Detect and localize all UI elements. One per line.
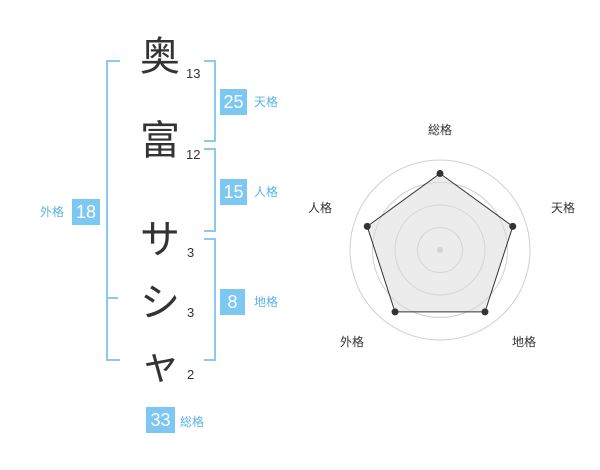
- radar-chart: 総格 天格 地格 外格 人格: [308, 122, 575, 349]
- stroke-count-3: 3: [187, 245, 195, 260]
- chikaku-score: 8: [220, 289, 245, 315]
- radar-axis-label-gaikaku: 外格: [340, 334, 364, 349]
- gaikaku-label: 外格: [40, 205, 65, 219]
- stroke-count-1: 13: [186, 66, 201, 81]
- stroke-count-5: 2: [187, 367, 195, 382]
- soukaku-label: 総格: [180, 415, 205, 429]
- name-char-3: サ: [140, 217, 180, 263]
- name-char-1: 奥: [140, 34, 180, 80]
- name-char-2: 富: [140, 118, 180, 164]
- chikaku-label: 地格: [254, 295, 279, 309]
- tenkaku-label: 天格: [254, 95, 279, 109]
- chikaku-bracket: [204, 238, 216, 361]
- gaikaku-score: 18: [72, 199, 100, 225]
- tenkaku-bracket: [204, 60, 216, 142]
- radar-points: [363, 170, 517, 316]
- radar-point: [481, 308, 489, 316]
- tenkaku-score: 25: [220, 89, 247, 115]
- stroke-count-4: 3: [187, 305, 195, 320]
- soukaku-score: 33: [146, 407, 175, 433]
- radar-point: [509, 222, 517, 230]
- gaikaku-bracket: [106, 60, 120, 361]
- jinkaku-label: 人格: [254, 185, 279, 199]
- stroke-count-2: 12: [186, 147, 201, 162]
- radar-axis-label-jinkaku: 人格: [308, 200, 332, 215]
- jinkaku-score: 15: [220, 179, 247, 205]
- radar-point: [391, 308, 399, 316]
- radar-axis-label-chikaku: 地格: [512, 334, 536, 349]
- gaikaku-bracket-tick: [106, 297, 118, 299]
- radar-point: [363, 222, 371, 230]
- radar-point: [436, 170, 444, 177]
- radar-axis-label-tenkaku: 天格: [551, 200, 575, 215]
- jinkaku-bracket: [204, 148, 216, 232]
- name-char-5: ャ: [140, 342, 180, 388]
- radar-data-polygon: [366, 172, 514, 313]
- name-char-4: シ: [140, 280, 180, 326]
- radar-axis-label-soukaku: 総格: [428, 122, 452, 137]
